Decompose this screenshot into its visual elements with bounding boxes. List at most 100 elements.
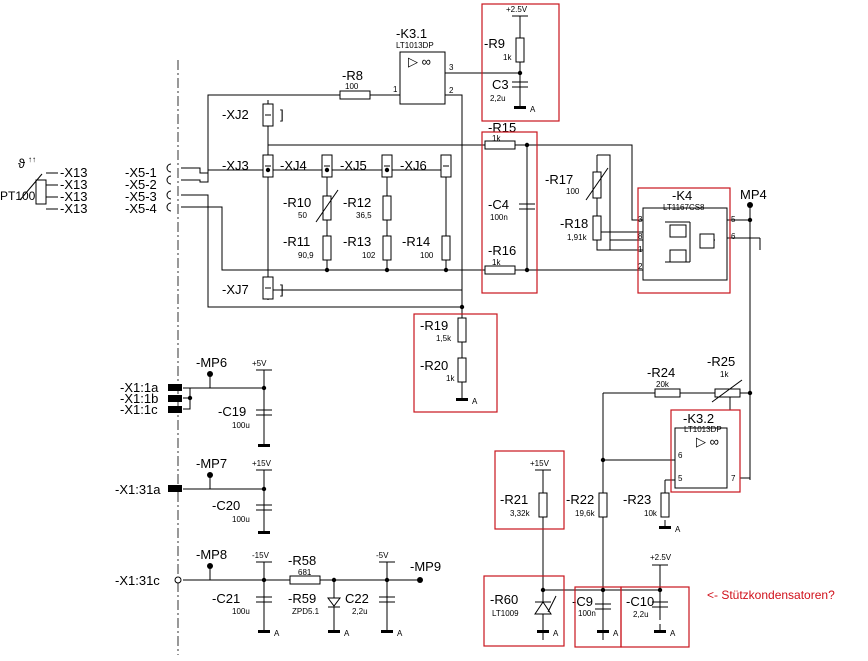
svg-text:-R60: -R60 xyxy=(490,592,518,607)
svg-text:8: 8 xyxy=(638,232,643,241)
svg-text:-R21: -R21 xyxy=(500,492,528,507)
note-text: <- Stützkondensatoren? xyxy=(707,588,835,602)
svg-text:6: 6 xyxy=(678,451,683,460)
highlight-r60 xyxy=(483,575,565,647)
resistor-r11: -R11 90,9 xyxy=(283,234,332,261)
resistor-r18: -R18 1,91k xyxy=(560,215,602,242)
x13-4-label: -X13 xyxy=(60,201,87,216)
svg-text:A: A xyxy=(472,397,478,406)
svg-text:3: 3 xyxy=(449,63,454,72)
cap-c21: -C21 100u xyxy=(212,591,272,616)
svg-text:1k: 1k xyxy=(492,258,501,267)
svg-text:1k: 1k xyxy=(503,53,512,62)
cap-c22: C22 2,2u xyxy=(345,591,395,616)
highlight-k4 xyxy=(637,187,731,294)
highlight-r21 xyxy=(494,450,565,530)
rail-p25-top: +2.5V xyxy=(506,5,528,14)
cap-c3: C3 2,2u xyxy=(490,77,528,103)
resistor-r24: -R24 20k xyxy=(647,365,681,398)
svg-text:100: 100 xyxy=(345,82,359,91)
svg-text:-R17: -R17 xyxy=(545,172,573,187)
svg-text:1,91k: 1,91k xyxy=(567,233,588,242)
svg-text:7: 7 xyxy=(731,474,736,483)
svg-text:-R18: -R18 xyxy=(560,216,588,231)
svg-text:-R22: -R22 xyxy=(566,492,594,507)
svg-text:100u: 100u xyxy=(232,421,250,430)
svg-text:]: ] xyxy=(280,107,284,122)
zener-r59: -R59 ZPD5.1 xyxy=(288,591,341,616)
svg-text:A: A xyxy=(530,105,536,114)
svg-text:-R58: -R58 xyxy=(288,553,316,568)
resistor-r14: -R14 100 xyxy=(402,234,451,261)
svg-text:100u: 100u xyxy=(232,607,250,616)
svg-text:-XJ4: -XJ4 xyxy=(280,158,307,173)
svg-text:-X1:1c: -X1:1c xyxy=(120,402,158,417)
svg-text:-X1:31a: -X1:31a xyxy=(115,482,161,497)
svg-text:2: 2 xyxy=(638,262,643,271)
svg-text:C22: C22 xyxy=(345,591,369,606)
svg-text:1: 1 xyxy=(638,245,643,254)
svg-text:-R24: -R24 xyxy=(647,365,675,380)
highlight-boxes xyxy=(413,3,741,648)
svg-text:50: 50 xyxy=(298,211,307,220)
jumper-xj7: -XJ7 ] xyxy=(222,276,284,300)
svg-text:-R25: -R25 xyxy=(707,354,735,369)
mp6-label: -MP6 xyxy=(196,355,227,370)
x5-3-label: -X5-3 xyxy=(125,189,157,204)
svg-text:-C21: -C21 xyxy=(212,591,240,606)
svg-text:1k: 1k xyxy=(720,370,729,379)
svg-text:100n: 100n xyxy=(490,213,508,222)
cap-c9: -C9 100n xyxy=(572,594,611,618)
mp9-label: -MP9 xyxy=(410,559,441,574)
svg-text:▷ ∞: ▷ ∞ xyxy=(696,434,719,449)
resistor-r23: -R23 10k xyxy=(623,492,670,518)
svg-text:-R20: -R20 xyxy=(420,358,448,373)
svg-text:A: A xyxy=(553,629,559,638)
svg-text:C3: C3 xyxy=(492,77,509,92)
svg-text:-C20: -C20 xyxy=(212,498,240,513)
resistor-r15: -R15 1k xyxy=(484,120,516,150)
connector-x1: -X1:1a -X1:1b -X1:1c -X1:31a -X1:31c xyxy=(115,380,182,588)
resistor-r17: -R17 100 xyxy=(545,167,609,201)
svg-text:-R11: -R11 xyxy=(283,234,310,249)
svg-text:-C9: -C9 xyxy=(572,594,593,609)
svg-text:-R59: -R59 xyxy=(288,591,316,606)
svg-text:LT1013DP: LT1013DP xyxy=(396,41,434,50)
svg-text:LT1013DP: LT1013DP xyxy=(684,425,722,434)
svg-text:-XJ3: -XJ3 xyxy=(222,158,249,173)
jumper-xj3: -XJ3 xyxy=(222,154,274,178)
highlight-k32 xyxy=(670,409,741,493)
svg-text:-XJ2: -XJ2 xyxy=(222,107,249,122)
measure-points: MP4 -MP6 -MP7 -MP8 -MP9 xyxy=(196,187,767,583)
svg-text:1: 1 xyxy=(393,85,398,94)
svg-text:A: A xyxy=(397,629,403,638)
resistor-r10: -R10 50 xyxy=(283,189,339,223)
x13-2-label: -X13 xyxy=(60,177,87,192)
x13-1-label: -X13 xyxy=(60,165,87,180)
resistor-r16: -R16 1k xyxy=(484,243,516,275)
svg-text:2,2u: 2,2u xyxy=(490,94,506,103)
opamp-k31: -K3.1 LT1013DP ▷ ∞ 1 2 3 xyxy=(393,26,454,105)
svg-text:2: 2 xyxy=(449,86,454,95)
cap-c19: -C19 100u xyxy=(218,404,272,430)
jumper-xj5: -XJ5 xyxy=(340,154,393,178)
svg-text:-R9: -R9 xyxy=(484,36,505,51)
highlight-r15-c4-r16 xyxy=(481,131,538,294)
resistor-r19: -R19 1,5k xyxy=(420,317,467,343)
svg-text:-R14: -R14 xyxy=(402,234,430,249)
jumper-xj2: -XJ2 ] xyxy=(222,103,284,127)
svg-text:LT1009: LT1009 xyxy=(492,609,519,618)
svg-text:90,9: 90,9 xyxy=(298,251,314,260)
resistor-r25: -R25 1k xyxy=(707,354,743,403)
x5-1-label: -X5-1 xyxy=(125,165,157,180)
svg-text:-R16: -R16 xyxy=(488,243,516,258)
pt100-label: PT100 xyxy=(0,189,36,203)
svg-text:A: A xyxy=(344,629,350,638)
opamp-k32: -K3.2 LT1013DP ▷ ∞ 6 5 7 xyxy=(674,411,736,489)
svg-text:-K3.1: -K3.1 xyxy=(396,26,427,41)
svg-text:2,2u: 2,2u xyxy=(352,607,368,616)
svg-text:-XJ6: -XJ6 xyxy=(400,158,427,173)
svg-text:5: 5 xyxy=(678,474,683,483)
connector-x5: -X5-1 -X5-2 -X5-3 -X5-4 -X13 -X13 -X13 -… xyxy=(46,163,172,216)
x5-2-label: -X5-2 xyxy=(125,177,157,192)
